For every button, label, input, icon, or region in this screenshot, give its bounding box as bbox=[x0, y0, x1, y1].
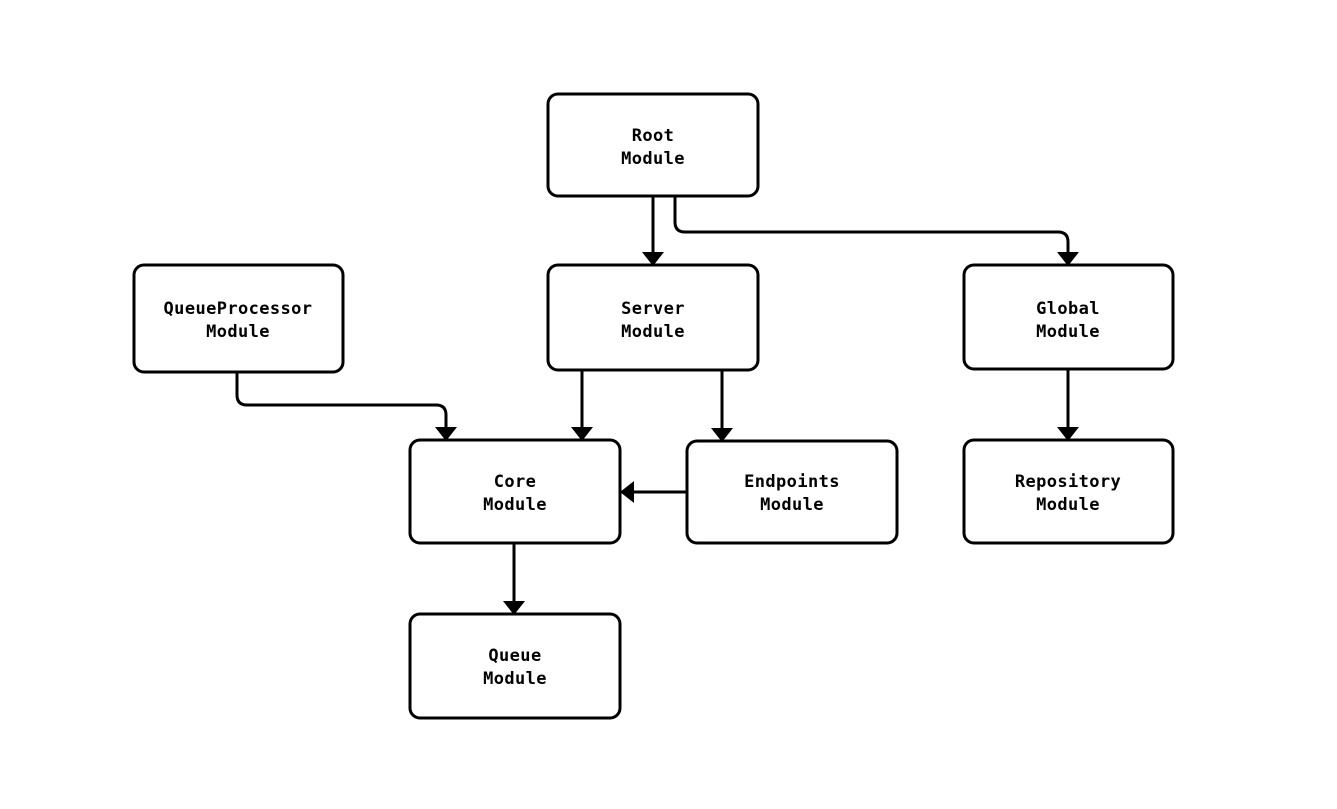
edge-global-to-repository bbox=[1057, 369, 1079, 441]
node-label-line1: Endpoints bbox=[744, 472, 840, 492]
node-label-line2: Module bbox=[760, 495, 824, 515]
arrowhead-down-icon bbox=[1057, 427, 1079, 441]
edge-root-to-global bbox=[673, 196, 1079, 266]
node-repository[interactable]: Repository Module bbox=[962, 438, 1175, 545]
edge-server-to-endpoints bbox=[711, 370, 733, 442]
node-label-line2: Module bbox=[483, 495, 547, 515]
node-root[interactable]: Root Module bbox=[546, 92, 760, 198]
node-label-line1: Queue bbox=[488, 646, 541, 666]
node-label-line2: Module bbox=[621, 322, 685, 342]
arrowhead-down-icon bbox=[642, 252, 664, 266]
node-queue[interactable]: Queue Module bbox=[408, 612, 622, 720]
edge-line bbox=[673, 196, 1070, 252]
arrowhead-down-icon bbox=[435, 427, 457, 441]
node-label-line2: Module bbox=[1036, 322, 1100, 342]
arrowhead-down-icon bbox=[571, 427, 593, 441]
node-box[interactable] bbox=[962, 438, 1175, 545]
node-label-line1: Core bbox=[494, 472, 537, 492]
node-endpoints[interactable]: Endpoints Module bbox=[685, 439, 899, 545]
node-label-line1: QueueProcessor bbox=[164, 299, 313, 319]
node-global[interactable]: Global Module bbox=[962, 263, 1175, 371]
node-box[interactable] bbox=[546, 92, 760, 198]
arrowhead-down-icon bbox=[1057, 252, 1079, 266]
edge-line bbox=[235, 372, 448, 427]
node-box[interactable] bbox=[685, 439, 899, 545]
edge-queueprocessor-to-core bbox=[235, 372, 457, 441]
node-queueprocessor[interactable]: QueueProcessor Module bbox=[132, 263, 345, 374]
node-label-line2: Module bbox=[206, 322, 270, 342]
node-box[interactable] bbox=[132, 263, 345, 374]
edge-core-to-queue bbox=[503, 543, 525, 615]
node-box[interactable] bbox=[408, 438, 622, 545]
arrowhead-left-icon bbox=[620, 481, 634, 503]
node-label-line1: Global bbox=[1036, 299, 1100, 319]
node-box[interactable] bbox=[962, 263, 1175, 371]
arrowhead-down-icon bbox=[503, 601, 525, 615]
edge-layer bbox=[235, 196, 1079, 615]
node-core[interactable]: Core Module bbox=[408, 438, 622, 545]
node-label-line2: Module bbox=[1036, 495, 1100, 515]
node-box[interactable] bbox=[408, 612, 622, 720]
node-layer: Root Module QueueProcessor Module Server… bbox=[132, 92, 1175, 720]
node-box[interactable] bbox=[546, 263, 760, 372]
node-server[interactable]: Server Module bbox=[546, 263, 760, 372]
node-label-line1: Root bbox=[632, 126, 675, 146]
arrowhead-down-icon bbox=[711, 428, 733, 442]
edge-server-to-core bbox=[571, 370, 593, 441]
node-label-line1: Server bbox=[621, 299, 685, 319]
edge-endpoints-to-core bbox=[620, 481, 687, 503]
node-label-line1: Repository bbox=[1015, 472, 1121, 492]
node-label-line2: Module bbox=[621, 149, 685, 169]
edge-root-to-server bbox=[642, 196, 664, 266]
node-label-line2: Module bbox=[483, 669, 547, 689]
